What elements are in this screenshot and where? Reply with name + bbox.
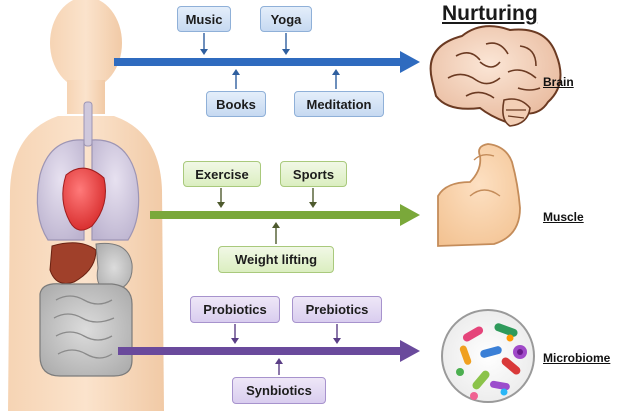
- organ-label-muscle: Muscle: [543, 210, 584, 224]
- connector-arrow-1: [282, 33, 290, 55]
- arrow-to-brain: [114, 51, 420, 73]
- label-box-synbiotics: Synbiotics: [232, 377, 326, 404]
- label-box-weight-lifting: Weight lifting: [218, 246, 334, 273]
- arrow-to-muscle: [150, 204, 420, 226]
- organ-label-brain: Brain: [543, 75, 574, 89]
- connector-arrow-7: [231, 324, 239, 344]
- brain-icon: [429, 25, 562, 127]
- connector-arrow-9: [275, 358, 283, 375]
- label-box-meditation: Meditation: [294, 91, 384, 117]
- human-body-organs-icon: [8, 0, 164, 411]
- label-box-yoga: Yoga: [260, 6, 312, 32]
- label-box-exercise: Exercise: [183, 161, 261, 187]
- connector-arrow-3: [332, 69, 340, 89]
- connector-arrow-4: [217, 188, 225, 208]
- connector-arrow-8: [333, 324, 341, 344]
- arrow-to-microbiome: [118, 340, 420, 362]
- label-box-books: Books: [206, 91, 266, 117]
- flexed-arm-icon: [437, 143, 521, 247]
- organ-label-microbiome: Microbiome: [543, 351, 611, 365]
- connector-arrow-2: [232, 69, 240, 89]
- label-box-sports: Sports: [280, 161, 347, 187]
- connector-arrow-5: [309, 188, 317, 208]
- connector-arrow-0: [200, 33, 208, 55]
- connector-arrow-6: [272, 222, 280, 244]
- microbes-icon: [441, 309, 535, 403]
- label-box-prebiotics: Prebiotics: [292, 296, 382, 323]
- label-box-probiotics: Probiotics: [190, 296, 280, 323]
- label-box-music: Music: [177, 6, 231, 32]
- diagram-title: Nurturing: [442, 2, 538, 25]
